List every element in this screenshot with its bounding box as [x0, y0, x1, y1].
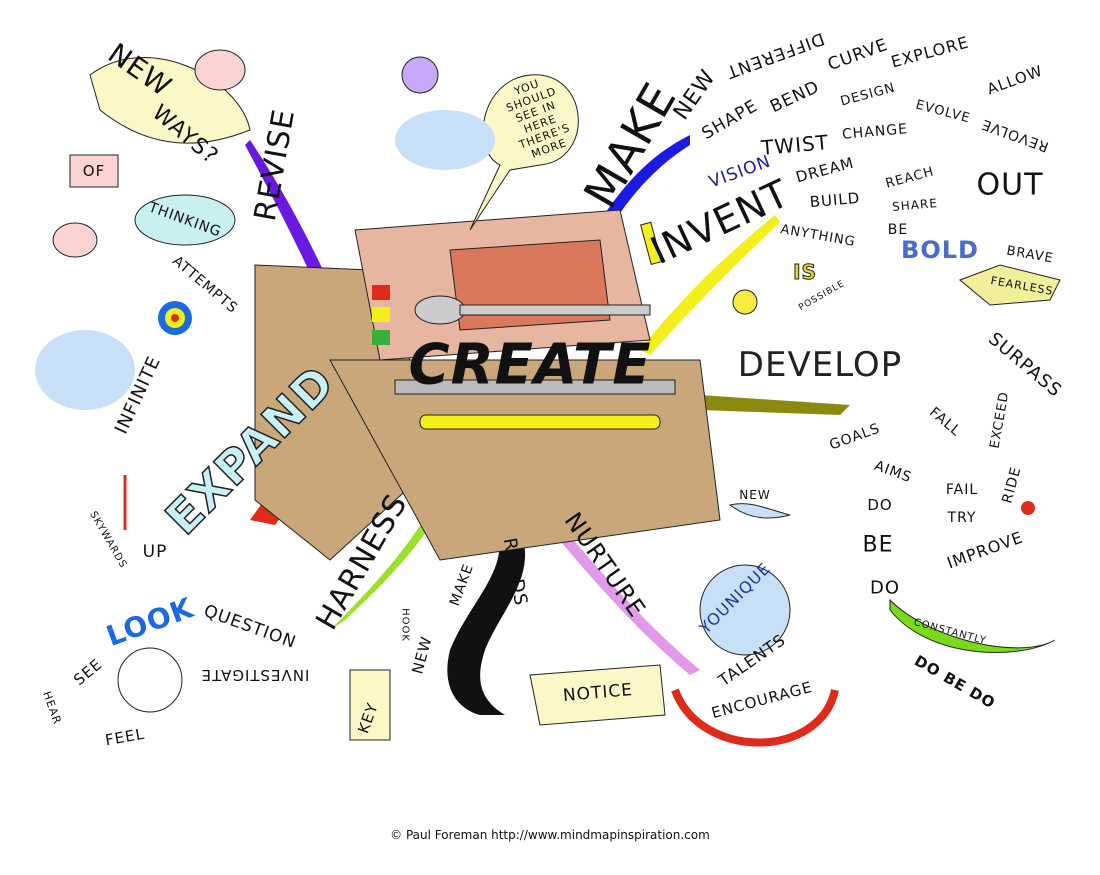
word-try: TRY [947, 510, 977, 526]
branch-develop [700, 395, 850, 415]
constantly-swoosh [889, 598, 1056, 653]
box-inner [449, 239, 611, 331]
branch-invent [640, 215, 780, 355]
word-of: OF [82, 162, 106, 180]
shelf-bar [394, 379, 676, 395]
key-tag [349, 669, 391, 741]
key-head [414, 295, 466, 325]
shelf-red [372, 285, 390, 300]
flower-icon [401, 56, 439, 94]
encourage-arc [671, 688, 839, 747]
thinking-cloud [134, 194, 236, 246]
box-front [329, 359, 721, 561]
copyright-footer: © Paul Foreman http://www.mindmapinspira… [390, 828, 710, 842]
sky-circle [395, 110, 495, 170]
pink-cloud-2 [52, 222, 98, 258]
lightbulb-icon [732, 289, 758, 315]
face-icon [117, 647, 183, 713]
word-fail: FAIL [945, 482, 979, 498]
of-box [69, 154, 119, 188]
key-shaft [459, 304, 651, 316]
word-develop: DEVELOP [737, 345, 903, 385]
word-out: OUT [976, 167, 1044, 203]
word-investigate: INVESTIGATE [200, 666, 310, 684]
new-leaf [728, 503, 791, 519]
branch-nurture [530, 500, 700, 675]
central-title: CREATE [408, 332, 652, 398]
pink-cloud [194, 49, 246, 91]
word-is: IS [793, 260, 817, 285]
word-do-develop: DO [869, 577, 901, 599]
word-be-develop: BE [862, 532, 894, 558]
word-be: BE [887, 222, 909, 238]
sky-circle-left [35, 330, 135, 410]
smiley-face [699, 564, 791, 656]
word-bold: BOLD [901, 236, 979, 264]
red-dot [1021, 501, 1035, 515]
word-do: DO [867, 496, 893, 514]
shelf-yellow [372, 307, 390, 322]
shelf-green [372, 330, 390, 345]
word-hook: HOOK [399, 608, 411, 642]
word-new-right: NEW [739, 488, 771, 502]
notice-note [529, 664, 666, 726]
pencil [419, 414, 661, 430]
fearless-zigzag [959, 264, 1061, 306]
word-up: UP [142, 542, 168, 562]
road [447, 520, 526, 715]
